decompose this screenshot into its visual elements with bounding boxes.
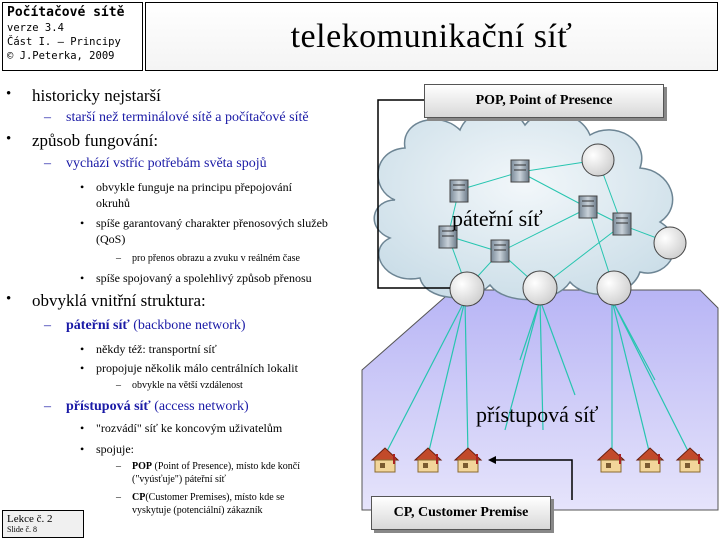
bullet-1-sub-1: –starší než terminálové sítě a počítačov… (44, 110, 309, 125)
course-title: Počítačové sítě (7, 5, 125, 20)
house-icon (453, 447, 483, 473)
course-version: verze 3.4 (7, 22, 64, 34)
slide-title-bar: telekomunikační síť (145, 2, 718, 71)
server-icon (490, 239, 510, 263)
house-icon (675, 447, 705, 473)
server-icon (438, 225, 458, 249)
backbone-servers (438, 159, 632, 263)
house-icon (370, 447, 400, 473)
bullet-3-sub-2: –přístupová síť (access network) (44, 399, 249, 414)
slide-footer: Lekce č. 2 Slide č. 8 (2, 510, 84, 538)
bullet-2-item-2-sub: –pro přenos obrazu a zvuku v reálném čas… (116, 253, 300, 264)
customer-premises (370, 447, 705, 473)
bullet-3-sub-1-item-1: •někdy též: transportní síť (80, 342, 217, 356)
slide-number: Slide č. 8 (7, 525, 37, 534)
bullet-cp-item: – CP(Customer Premises), místo kde se vy… (116, 492, 285, 516)
house-icon (596, 447, 626, 473)
pop-node (449, 271, 485, 307)
pop-node (596, 270, 632, 306)
cp-label: CP, Customer Premise (371, 496, 551, 530)
backbone-label: páteřní síť (452, 206, 543, 231)
course-part: Část I. – Principy (7, 36, 121, 48)
house-icon (635, 447, 665, 473)
pop-nodes (449, 143, 687, 307)
bullet-3-sub-2-item-1: •"rozvádí" síť ke koncovým uživatelům (80, 421, 283, 435)
node-circle (653, 226, 687, 260)
slide-title: telekomunikační síť (290, 17, 573, 55)
server-icon (510, 159, 530, 183)
bullet-pop-item: – POP (Point of Presence), místo kde kon… (116, 461, 301, 485)
bullet-1: •historicky nejstarší (6, 86, 161, 105)
bullet-2-item-1: • obvykle funguje na principu přepojován… (80, 180, 292, 210)
bullet-3-sub-2-item-2: •spojuje: (80, 442, 134, 456)
server-icon (578, 195, 598, 219)
house-icon (413, 447, 443, 473)
bullet-2-item-3: •spíše spojovaný a spolehlivý způsob pře… (80, 271, 312, 285)
backbone-cloud (373, 108, 676, 301)
access-label: přístupová síť (476, 402, 599, 427)
access-links (384, 299, 691, 456)
bullet-3: •obvyklá vnitřní struktura: (6, 291, 206, 310)
access-network-area (361, 289, 719, 511)
bullet-3-sub-1-item-2-sub: –obvykle na větší vzdálenost (116, 380, 243, 391)
bullet-3-sub-1-item-2: •propojuje několik málo centrálních loka… (80, 361, 298, 375)
node-circle (581, 143, 615, 177)
pop-label: POP, Point of Presence (424, 84, 664, 118)
pop-connector (377, 99, 450, 289)
bullet-2-item-2: • spíše garantovaný charakter přenosovýc… (80, 216, 328, 246)
bullet-2: •způsob fungování: (6, 131, 159, 150)
course-author: © J.Peterka, 2009 (7, 50, 115, 62)
course-header: Počítačové sítě verze 3.4 Část I. – Prin… (2, 2, 143, 71)
server-icon (612, 212, 632, 236)
bullet-2-sub-1: –vychází vstříc potřebám světa spojů (44, 156, 267, 171)
bullet-3-sub-1: –páteřní síť (backbone network) (44, 318, 246, 333)
server-icon (449, 179, 469, 203)
cp-connector (493, 459, 573, 500)
pop-node (522, 270, 558, 306)
lecture-number: Lekce č. 2 (7, 513, 53, 525)
arrow-head-icon (488, 456, 496, 464)
